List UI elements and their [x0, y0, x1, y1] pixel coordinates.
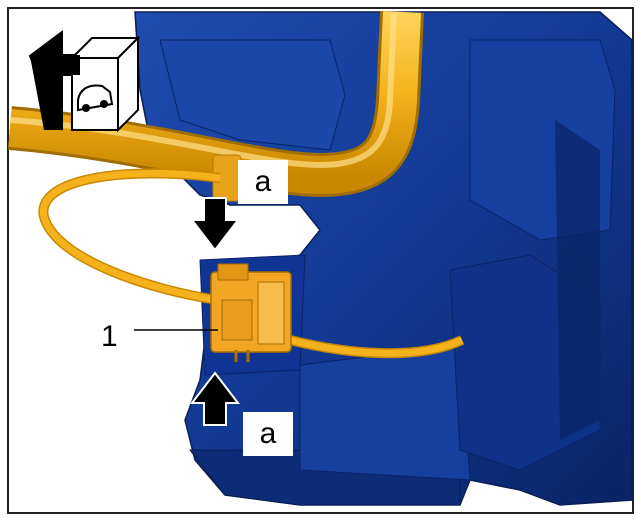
electrical-connector: [210, 263, 292, 362]
callout-number-1: 1: [101, 320, 118, 353]
detail-label-a-top: a: [238, 160, 288, 204]
detail-label-a-bottom: a: [243, 412, 293, 456]
arrow-up-icon: [189, 371, 241, 426]
vehicle-forward-direction-icon: [28, 30, 141, 133]
arrow-down-icon: [189, 197, 241, 252]
